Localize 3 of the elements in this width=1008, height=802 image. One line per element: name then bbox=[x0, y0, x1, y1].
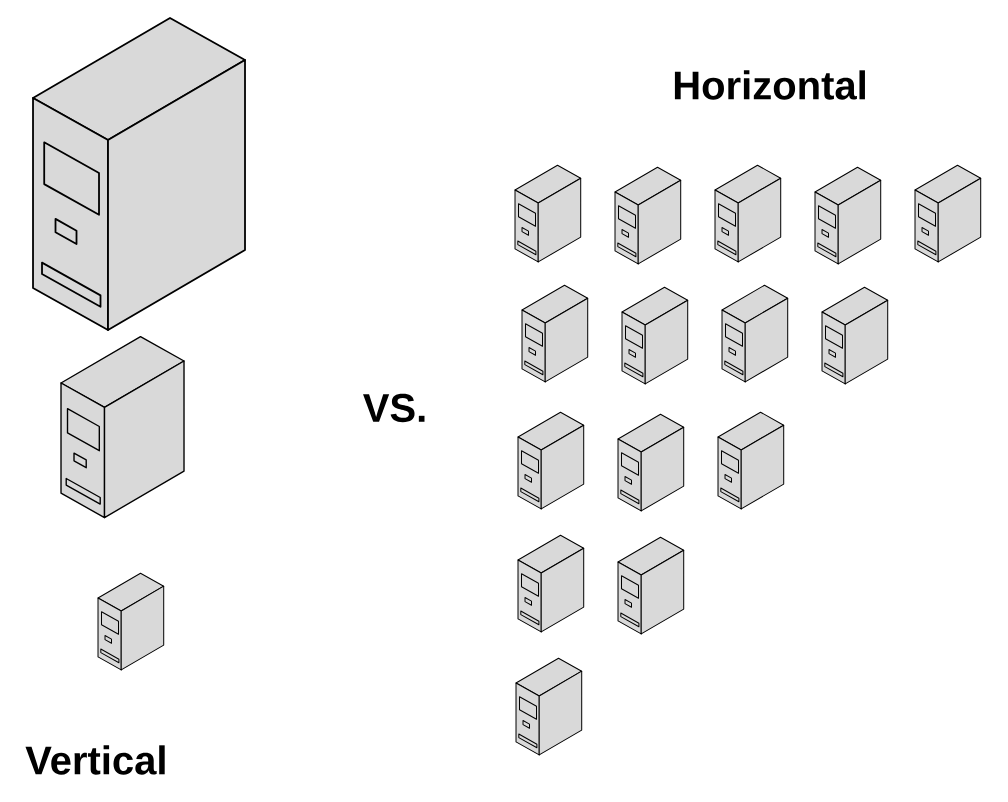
heading: VS. bbox=[363, 393, 425, 423]
heading: Horizontal bbox=[674, 70, 865, 100]
heading: Vertical bbox=[25, 745, 165, 775]
